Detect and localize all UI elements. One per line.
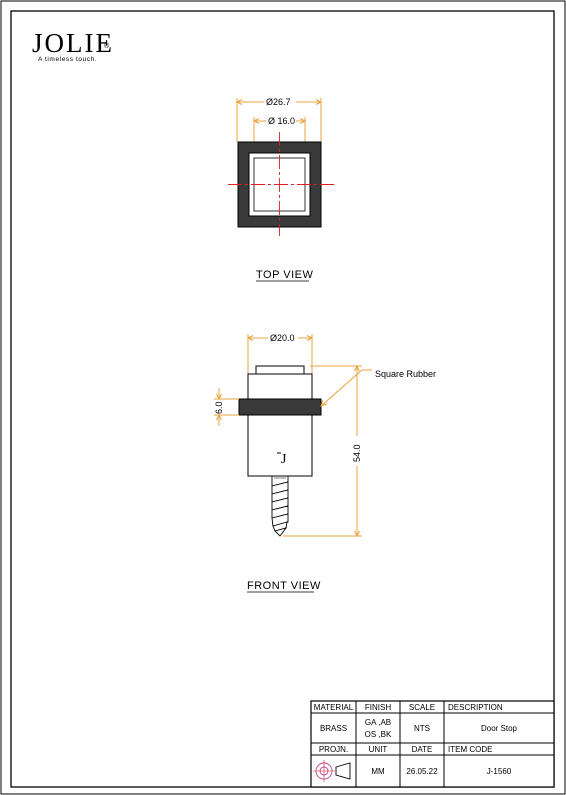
scale-value: NTS — [414, 724, 430, 733]
outer-diameter-label: Ø26.7 — [266, 97, 291, 107]
upper-body — [247, 373, 313, 400]
rubber-height-dimension — [214, 388, 239, 426]
inner-border — [10, 10, 555, 788]
top-cap — [255, 365, 305, 375]
item-code-header: ITEM CODE — [448, 745, 492, 754]
unit-header: UNIT — [369, 745, 388, 754]
front-view: Ø20.0 J — [214, 333, 436, 593]
inner-diameter-label: Ø 16.0 — [268, 116, 295, 126]
brand-registered: ® — [104, 42, 110, 50]
rubber-height-label: 6.0 — [214, 401, 224, 414]
front-view-label: FRONT VIEW — [247, 580, 321, 592]
front-diameter-label: Ø20.0 — [270, 333, 295, 343]
rubber-leader-line — [320, 369, 372, 407]
brand-logo: JOLIE ® A timeless touch. — [32, 28, 114, 63]
lower-body — [247, 414, 313, 477]
square-rubber-ring — [238, 398, 322, 416]
finish-value-line2: OS ,BK — [365, 730, 392, 739]
description-value: Door Stop — [481, 724, 518, 733]
total-height-dimension — [283, 364, 362, 538]
first-angle-projection-icon — [313, 760, 351, 782]
material-value: BRASS — [320, 724, 347, 733]
finish-header: FINISH — [365, 703, 391, 712]
material-header: MATERIAL — [314, 703, 354, 712]
logo-mark-icon: J — [277, 452, 287, 467]
screw-shank — [271, 475, 289, 537]
brand-name: JOLIE — [32, 28, 114, 58]
inner-diameter-dimension — [252, 117, 307, 158]
top-view-centerlines — [228, 132, 334, 236]
outer-diameter-dimension — [235, 98, 323, 142]
description-header: DESCRIPTION — [448, 703, 503, 712]
title-block: MATERIAL FINISH SCALE DESCRIPTION BRASS … — [310, 700, 555, 788]
date-value: 26.05.22 — [406, 767, 438, 776]
total-height-label: 54.0 — [352, 444, 362, 462]
finish-value-line1: GA ,AB — [365, 718, 391, 727]
brand-tagline: A timeless touch. — [38, 56, 97, 63]
square-rubber-callout: Square Rubber — [375, 369, 436, 379]
svg-text:J: J — [281, 452, 287, 467]
top-view: Ø26.7 Ø 16.0 TOP VIEW — [228, 97, 334, 282]
front-diameter-dimension — [246, 334, 314, 374]
item-code-value: J-1560 — [487, 767, 512, 776]
top-view-label: TOP VIEW — [256, 269, 314, 281]
title-block-border — [310, 700, 555, 788]
scale-header: SCALE — [409, 703, 435, 712]
projection-header: PROJN. — [319, 745, 348, 754]
unit-value: MM — [371, 767, 385, 776]
date-header: DATE — [412, 745, 433, 754]
